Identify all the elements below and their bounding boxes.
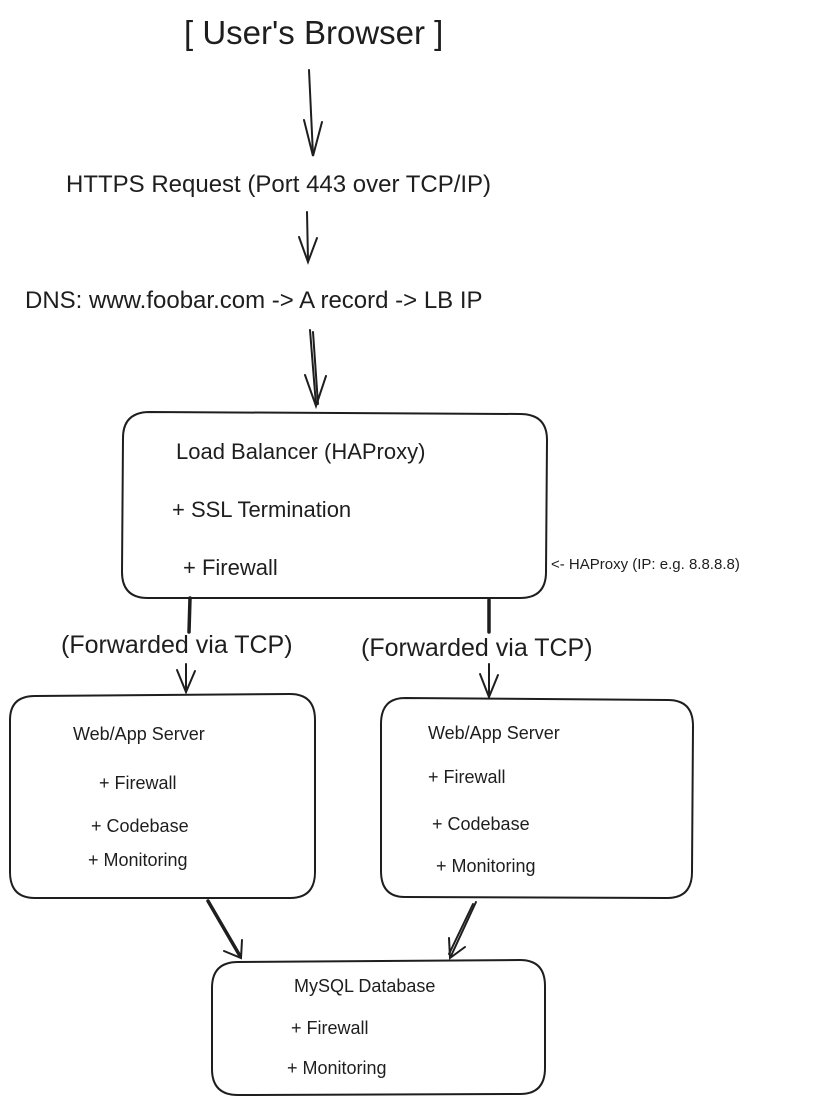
- dns-label: DNS: www.foobar.com -> A record -> LB IP: [25, 287, 483, 314]
- arrow-server-1-to-database: [206, 899, 243, 960]
- https-request-label: HTTPS Request (Port 443 over TCP/IP): [66, 171, 492, 198]
- database-box: [211, 959, 546, 1096]
- arrow-server-2-to-database: [448, 901, 477, 960]
- server-2-item-codebase: + Codebase: [432, 814, 530, 834]
- arrow-lb-to-server-1: [176, 596, 196, 695]
- arrow-request-to-dns: [298, 211, 318, 265]
- lb-item-ssl: + SSL Termination: [172, 497, 352, 522]
- web-server-2-box: [380, 697, 694, 899]
- server-1-item-firewall: + Firewall: [99, 773, 177, 793]
- haproxy-ip-note: <- HAProxy (IP: e.g. 8.8.8.8): [551, 556, 740, 573]
- browser-label: [ User's Browser ]: [184, 14, 444, 51]
- server-1-title: Web/App Server: [73, 724, 205, 744]
- server-2-title: Web/App Server: [428, 723, 560, 743]
- server-2-item-firewall: + Firewall: [428, 767, 506, 787]
- database-title: MySQL Database: [294, 976, 436, 996]
- forward-label-right: (Forwarded via TCP): [361, 634, 593, 662]
- server-1-item-codebase: + Codebase: [91, 816, 189, 836]
- server-2-item-monitoring: + Monitoring: [436, 856, 536, 876]
- arrow-browser-to-request: [303, 69, 323, 157]
- database-item-firewall: + Firewall: [291, 1018, 369, 1038]
- load-balancer-box: [121, 411, 548, 599]
- lb-item-firewall: + Firewall: [183, 555, 278, 580]
- arrow-lb-to-server-2: [479, 598, 499, 700]
- arrow-dns-to-load-balancer: [304, 329, 327, 410]
- database-item-monitoring: + Monitoring: [287, 1058, 387, 1078]
- server-1-item-monitoring: + Monitoring: [88, 850, 188, 870]
- forward-label-left: (Forwarded via TCP): [61, 631, 293, 659]
- load-balancer-title: Load Balancer (HAProxy): [176, 439, 426, 464]
- web-server-1-box: [9, 693, 316, 899]
